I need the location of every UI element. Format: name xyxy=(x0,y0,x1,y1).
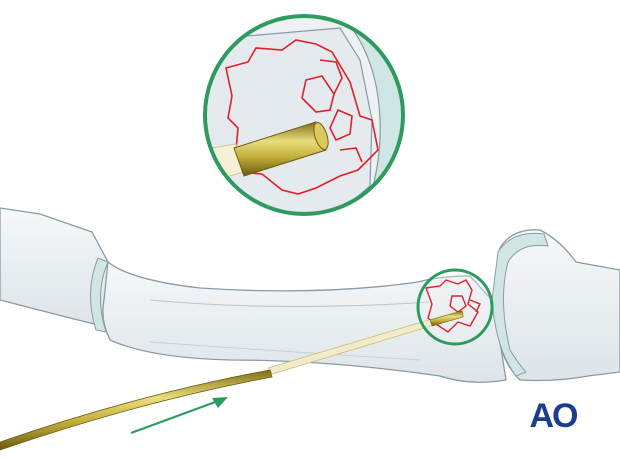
middle-phalanx xyxy=(102,260,507,383)
k-wire xyxy=(0,369,273,451)
wire-tip-zoom xyxy=(233,121,329,177)
magnifier-circle xyxy=(416,268,494,346)
ao-logo: AO xyxy=(526,398,580,434)
joint-cartilage-right xyxy=(491,232,549,377)
ao-logo-text: AO xyxy=(529,397,579,435)
cortex-line-lower xyxy=(149,341,421,361)
cortex-line xyxy=(149,299,431,308)
fracture-lines-zoom xyxy=(225,39,379,195)
wire-tip-small xyxy=(429,310,464,327)
direction-arrow xyxy=(130,397,228,435)
zoom-detail-circle xyxy=(203,14,405,216)
